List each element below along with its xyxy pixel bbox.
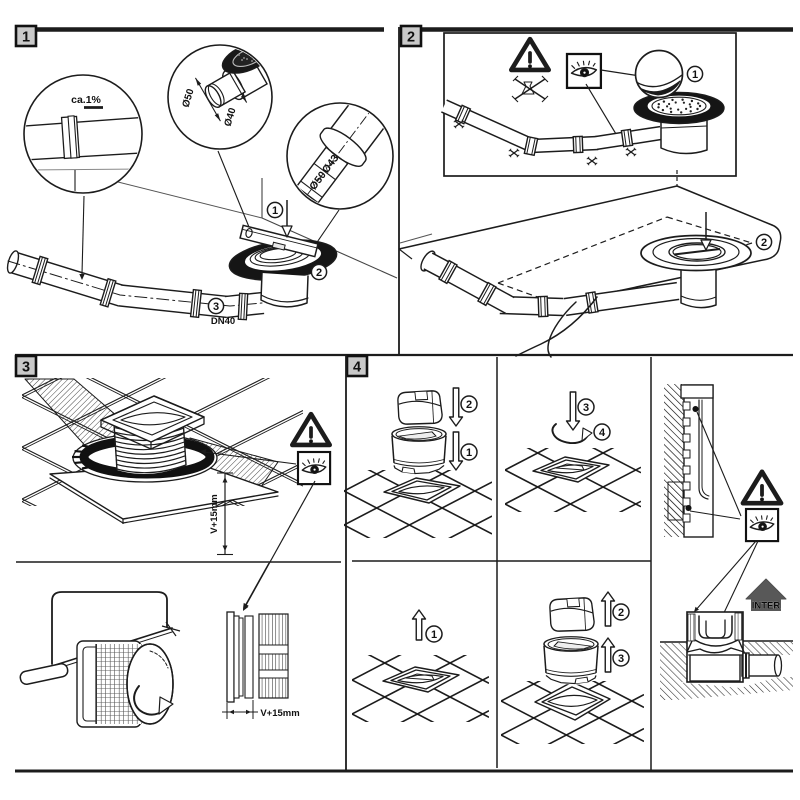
svg-text:4: 4	[353, 360, 361, 376]
svg-text:Ø50: Ø50	[181, 87, 197, 109]
svg-text:INTER: INTER	[752, 601, 781, 612]
svg-text:2: 2	[316, 267, 322, 279]
svg-text:DN40: DN40	[211, 316, 235, 327]
svg-text:ca.1%: ca.1%	[71, 94, 101, 106]
svg-text:2: 2	[466, 399, 472, 411]
svg-text:2: 2	[761, 237, 767, 249]
svg-text:V+15mm: V+15mm	[209, 494, 220, 533]
svg-text:V+15mm: V+15mm	[260, 708, 299, 719]
svg-text:3: 3	[213, 301, 219, 313]
svg-text:2: 2	[618, 607, 624, 619]
svg-text:2: 2	[407, 30, 415, 46]
svg-text:1: 1	[692, 69, 698, 81]
svg-text:1: 1	[272, 205, 278, 217]
svg-text:3: 3	[583, 402, 589, 414]
svg-text:3: 3	[22, 360, 30, 376]
svg-text:3: 3	[618, 653, 624, 665]
svg-text:Ø40: Ø40	[223, 106, 239, 128]
svg-text:1: 1	[466, 447, 472, 459]
svg-text:4: 4	[599, 427, 606, 439]
svg-text:1: 1	[431, 629, 437, 641]
svg-text:1: 1	[22, 30, 30, 46]
